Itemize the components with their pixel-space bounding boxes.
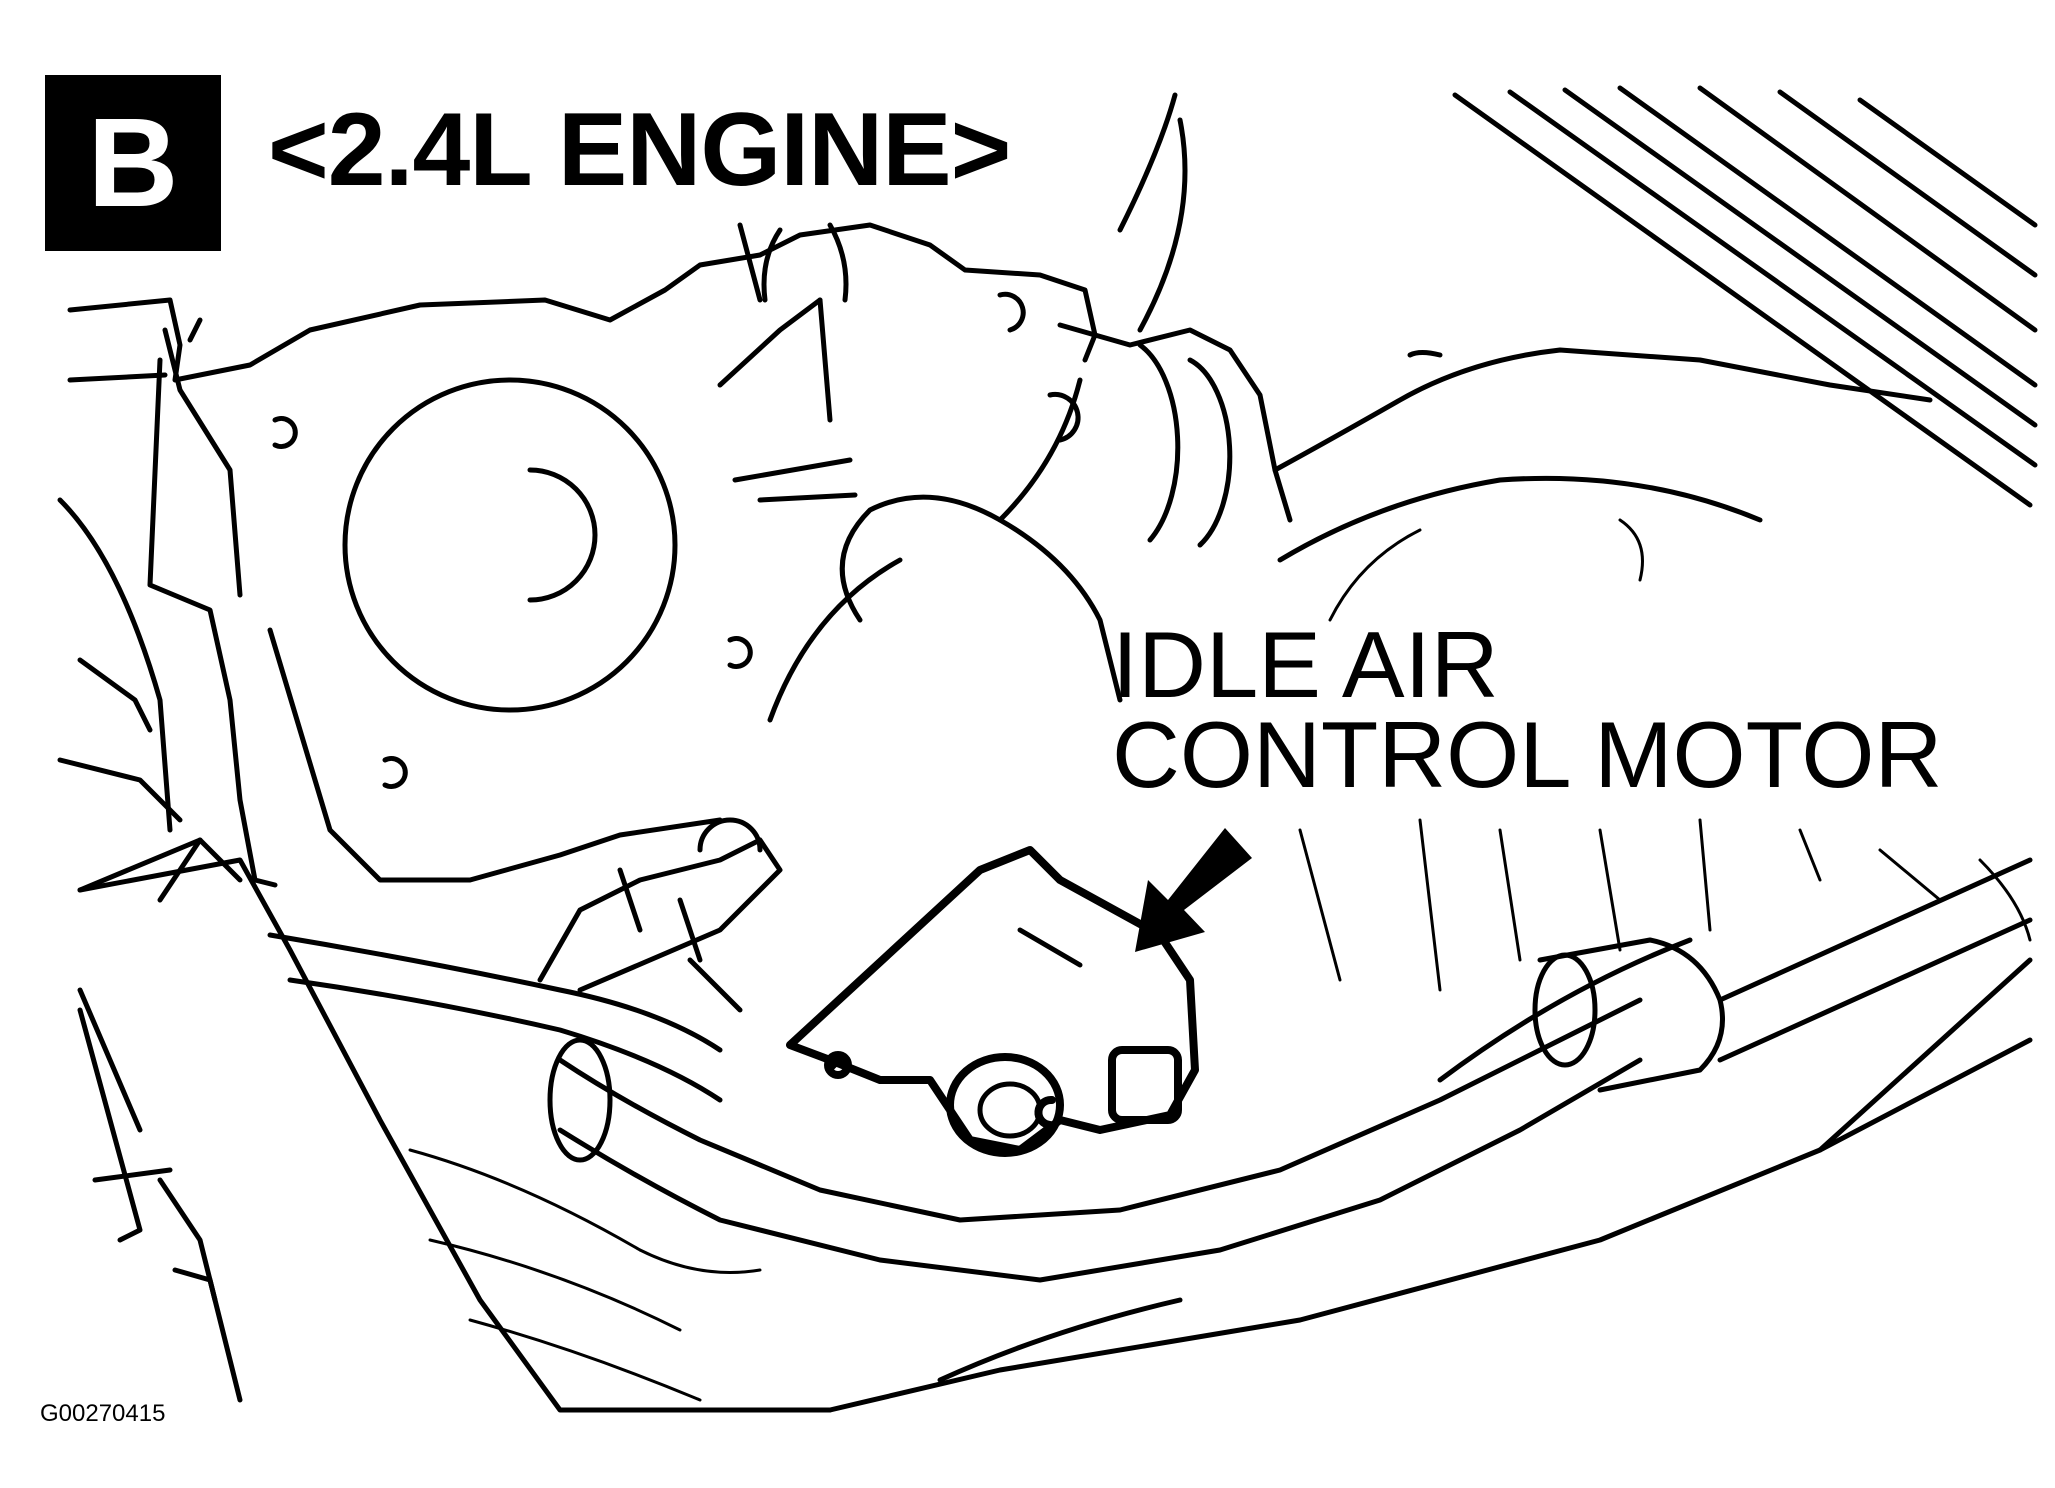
throttle-body bbox=[67, 222, 1098, 888]
ribbed-hose-lines bbox=[1452, 85, 2038, 508]
fuel-lines bbox=[267, 857, 2033, 1283]
lower-right-frame bbox=[827, 818, 2033, 1413]
component-callout: IDLE AIR CONTROL MOTOR bbox=[1112, 612, 1943, 807]
callout-line-2: CONTROL MOTOR bbox=[1112, 702, 1943, 807]
figure-id: G00270415 bbox=[40, 1400, 166, 1427]
flex-hose bbox=[737, 92, 1188, 723]
diagram-title: <2.4L ENGINE> bbox=[268, 92, 1011, 208]
callout-line-1: IDLE AIR bbox=[1112, 612, 1499, 717]
small-fittings bbox=[537, 817, 783, 1013]
idle-air-control-motor bbox=[786, 846, 1199, 1157]
lower-housing bbox=[77, 857, 833, 1413]
section-badge: B bbox=[45, 75, 221, 251]
section-badge-letter: B bbox=[87, 92, 179, 233]
intake-duct bbox=[997, 291, 1933, 622]
